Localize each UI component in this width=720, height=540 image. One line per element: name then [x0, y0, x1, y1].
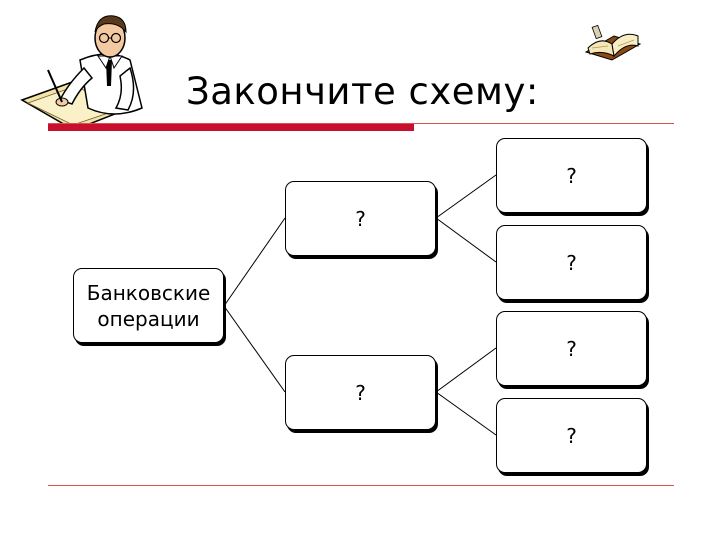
level2-node-2: ?: [496, 225, 647, 300]
connector-l1-bottom-to-l2-3: [435, 347, 497, 393]
level2-node-3: ?: [496, 311, 647, 386]
connector-root-to-l1-top: [223, 217, 286, 307]
level2-node-4: ?: [496, 398, 647, 473]
connector-root-to-l1-bottom: [223, 305, 286, 393]
connector-l1-top-to-l2-2: [435, 217, 497, 263]
bottom-divider: [48, 485, 674, 486]
level1-node-bottom: ?: [285, 355, 436, 430]
level2-node-1-label: ?: [566, 163, 577, 188]
writing-scholar-icon: [20, 15, 143, 128]
root-node-box: Банковские операции: [73, 268, 224, 343]
connector-l1-bottom-to-l2-4: [435, 391, 497, 436]
level1-node-top-label: ?: [355, 206, 366, 231]
title-divider-accent: [48, 124, 414, 131]
level2-node-4-label: ?: [566, 423, 577, 448]
root-node-label: Банковские операции: [86, 280, 211, 331]
level1-node-top: ?: [285, 181, 436, 256]
level2-node-1: ?: [496, 138, 647, 213]
title-divider-thin: [48, 123, 674, 124]
level2-node-2-label: ?: [566, 250, 577, 275]
connector-l1-top-to-l2-1: [435, 174, 497, 219]
open-book-icon: [584, 24, 642, 61]
page-title: Закончите схему:: [186, 70, 539, 113]
level1-node-bottom-label: ?: [355, 380, 366, 405]
level2-node-3-label: ?: [566, 336, 577, 361]
